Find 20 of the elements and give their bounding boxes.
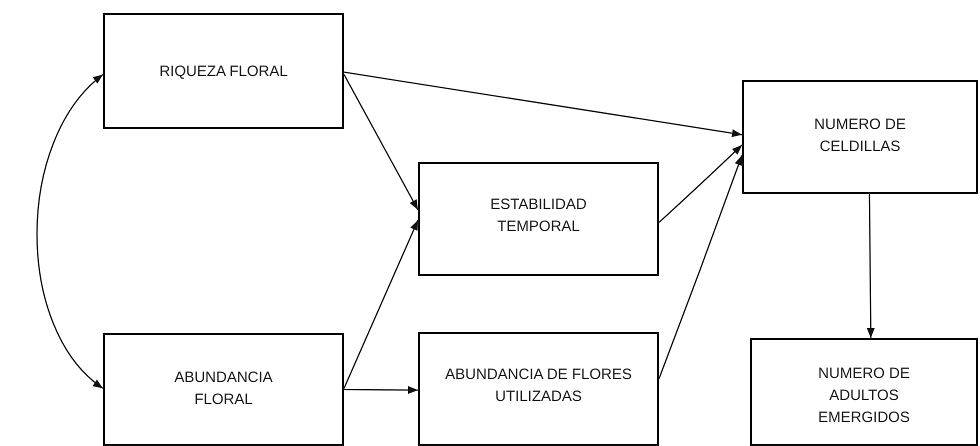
box-label: ABUNDANCIA FLORAL xyxy=(173,368,274,410)
box-label: ESTABILIDAD TEMPORAL xyxy=(489,195,588,237)
process-box xyxy=(742,80,978,194)
process-box xyxy=(418,332,659,446)
box-label: RIQUEZA FLORAL xyxy=(159,62,288,82)
process-box xyxy=(103,13,344,129)
process-box xyxy=(418,162,659,276)
arrow xyxy=(343,74,419,210)
arrow xyxy=(344,72,742,138)
box-label: ABUNDANCIA DE FLORES UTILIZADAS xyxy=(444,365,633,407)
box-label: NUMERO DE ADULTOS EMERGIDOS xyxy=(817,364,911,428)
arrow xyxy=(866,194,875,338)
arrow xyxy=(658,144,742,223)
arrow xyxy=(658,155,743,379)
arrow xyxy=(343,220,419,389)
arrow xyxy=(36,74,104,389)
process-box xyxy=(750,338,978,446)
arrow xyxy=(344,386,418,394)
process-box xyxy=(103,333,344,446)
box-label: NUMERO DE CELDILLAS xyxy=(813,115,907,157)
